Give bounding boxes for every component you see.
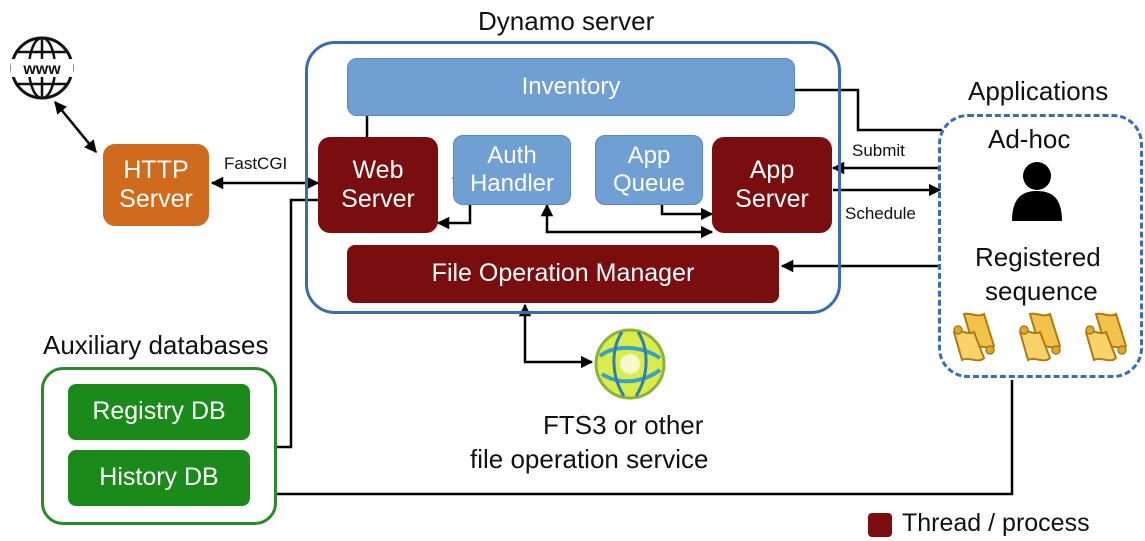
app-server-line2: Server [735, 185, 809, 213]
auth-handler-box: Auth Handler [453, 135, 571, 205]
user-silhouette-icon [1010, 160, 1064, 222]
schedule-label: Schedule [845, 204, 916, 223]
app-queue-box: App Queue [595, 135, 703, 205]
history-db-label: History DB [99, 463, 219, 492]
app-server-box: App Server [712, 137, 832, 233]
registry-db-box: Registry DB [68, 384, 250, 440]
legend-swatch [868, 513, 892, 537]
http-server-line1: HTTP [123, 155, 189, 184]
web-server-line2: Server [341, 185, 415, 213]
fts-globe-icon [592, 326, 668, 402]
auxiliary-title: Auxiliary databases [43, 330, 269, 360]
scroll-icon [1016, 310, 1066, 366]
fts-line2: file operation service [470, 444, 709, 474]
web-server-line1: Web [352, 155, 404, 184]
dynamo-server-container [305, 41, 841, 314]
registry-db-label: Registry DB [92, 397, 226, 426]
file-operation-manager-label: File Operation Manager [431, 259, 695, 288]
web-server-box: Web Server [318, 137, 438, 233]
svg-text:www: www [22, 61, 61, 78]
fastcgi-label: FastCGI [224, 154, 288, 173]
auth-handler-line2: Handler [469, 170, 555, 197]
file-operation-manager-box: File Operation Manager [347, 245, 779, 303]
inventory-label: Inventory [521, 72, 621, 100]
auxiliary-container [41, 367, 277, 525]
history-db-box: History DB [68, 450, 250, 506]
scroll-icon [950, 310, 1000, 366]
app-queue-line1: App [627, 141, 671, 169]
app-server-line1: App [749, 155, 795, 184]
registered-line2: sequence [985, 276, 1098, 306]
auth-handler-line1: Auth [487, 141, 537, 169]
inventory-box: Inventory [347, 58, 795, 116]
app-queue-line2: Queue [612, 170, 686, 197]
fts-line1: FTS3 or other [543, 410, 704, 440]
http-server-box: HTTP Server [103, 144, 209, 226]
adhoc-label: Ad-hoc [988, 124, 1071, 154]
applications-title: Applications [968, 76, 1109, 106]
registered-line1: Registered [975, 242, 1101, 272]
dynamo-server-title: Dynamo server [478, 6, 655, 36]
scroll-icon [1082, 310, 1132, 366]
http-server-line2: Server [119, 185, 193, 213]
globe-www-icon: www [8, 34, 76, 102]
legend-label: Thread / process [902, 509, 1090, 537]
applications-container [938, 114, 1143, 378]
submit-label: Submit [852, 141, 905, 160]
